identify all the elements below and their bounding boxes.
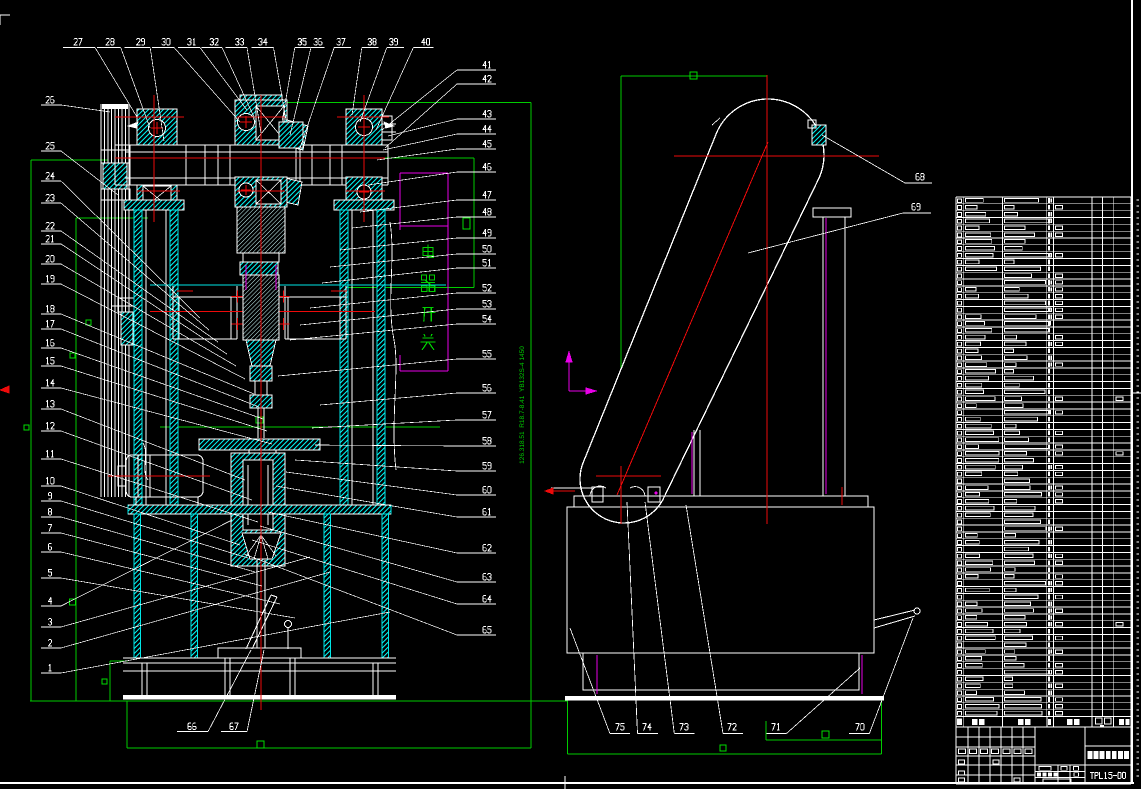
svg-text:126.318.51 R18.7-8.41 YB132S: 126.318.51 R18.7-8.41 YB132S-4 1450 xyxy=(519,346,526,464)
